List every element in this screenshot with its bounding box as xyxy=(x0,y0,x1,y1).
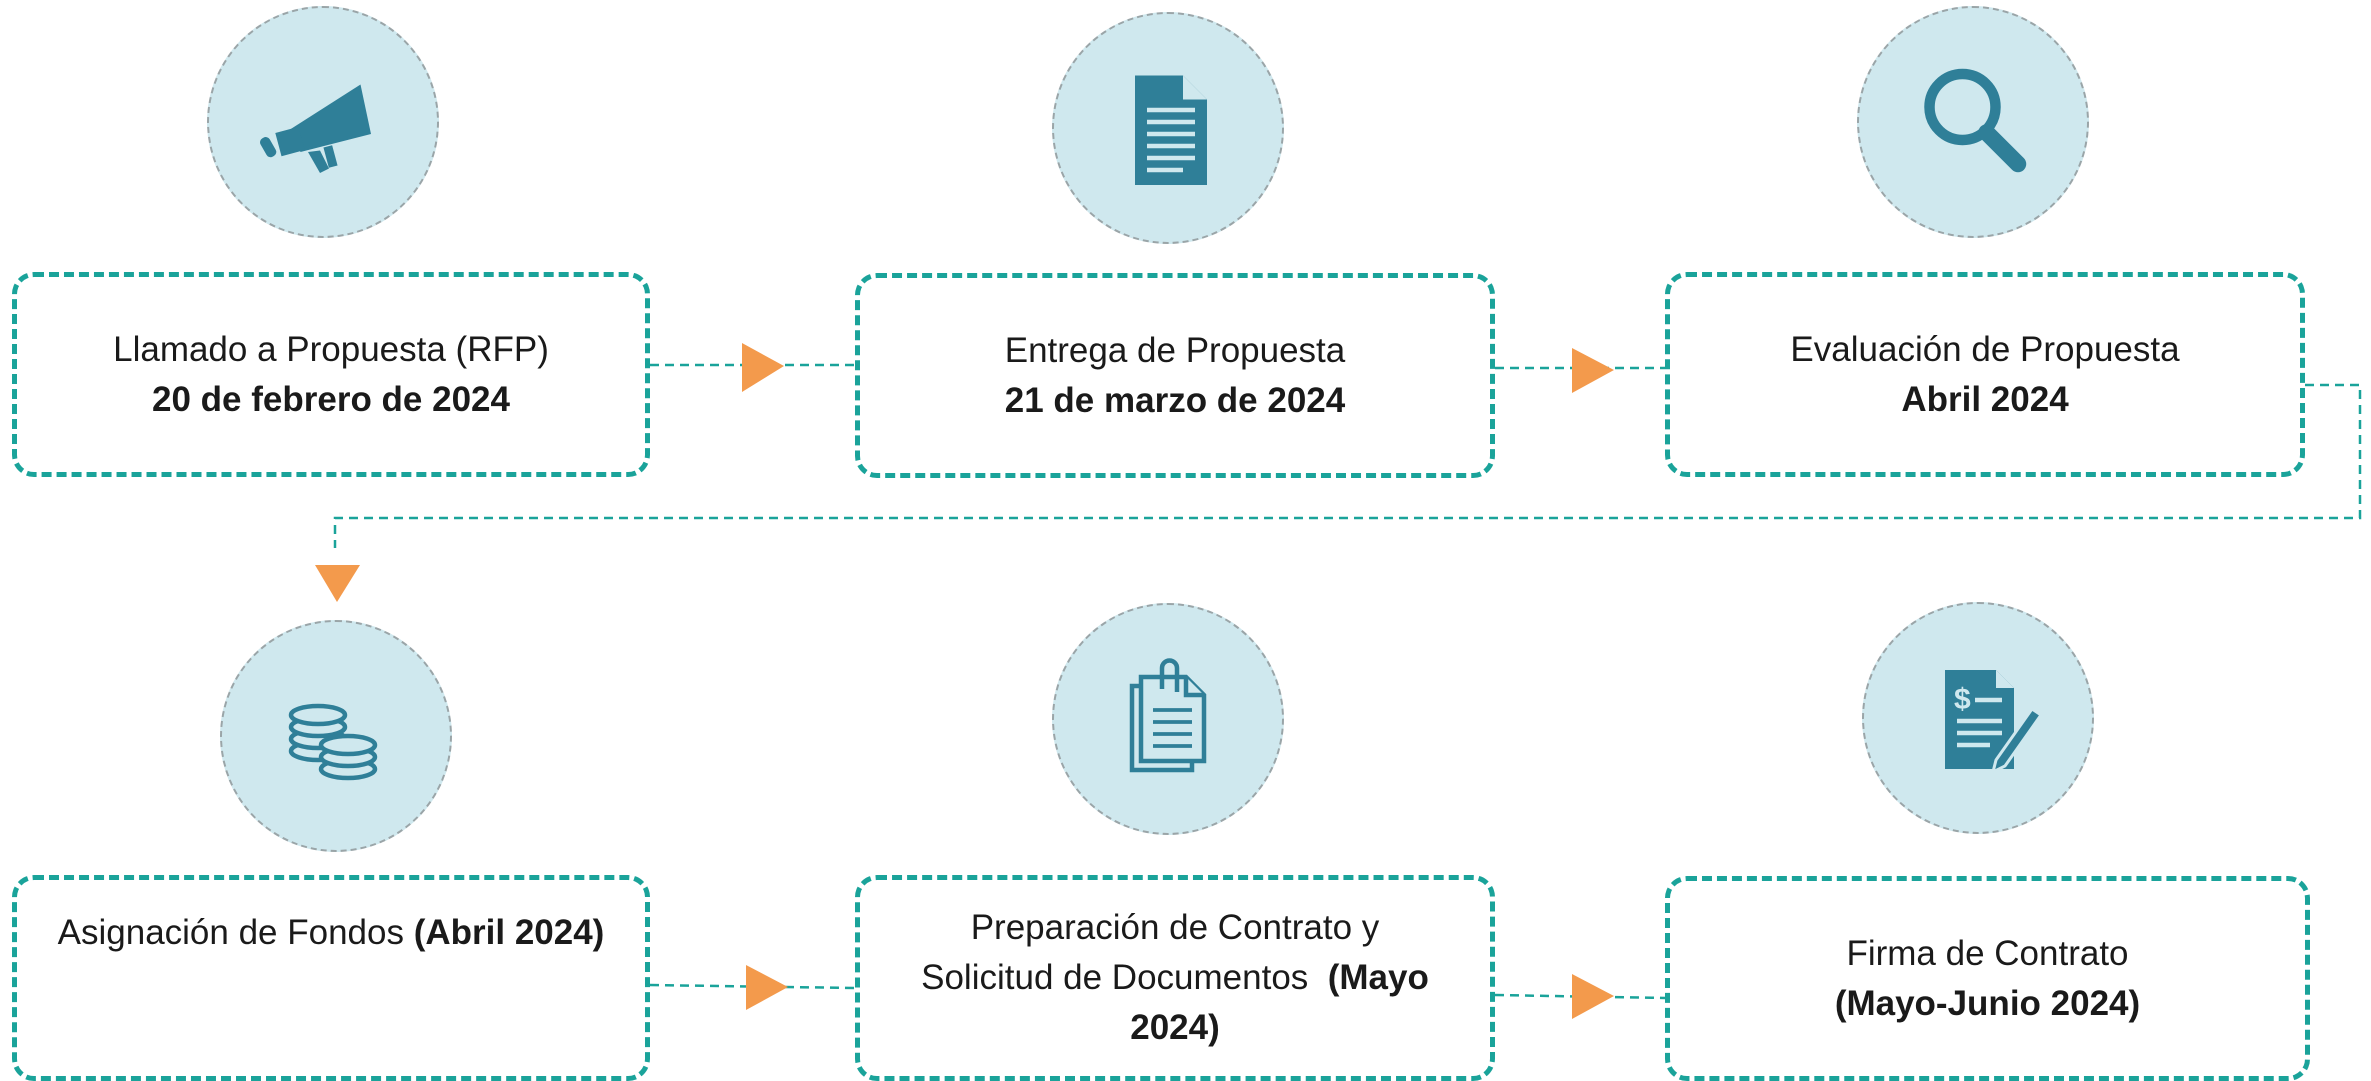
step-5-title-line1: Preparación de Contrato y xyxy=(970,908,1380,947)
step-1-date: 20 de febrero de 2024 xyxy=(152,379,510,419)
arrow-right-1 xyxy=(742,343,784,392)
arrow-right-4 xyxy=(1572,974,1614,1019)
step-2-title: Entrega de Propuesta xyxy=(1004,330,1346,370)
clipboard-icon xyxy=(1129,658,1207,773)
step-2-box: Entrega de Propuesta 21 de marzo de 2024 xyxy=(855,273,1495,478)
step-3-icon-circle xyxy=(1857,6,2089,238)
step-1-title: Llamado a Propuesta (RFP) xyxy=(113,329,549,369)
step-1-box: Llamado a Propuesta (RFP) 20 de febrero … xyxy=(12,272,650,477)
arrow-right-2 xyxy=(1572,348,1614,393)
megaphone-icon xyxy=(259,84,371,173)
step-2-date: 21 de marzo de 2024 xyxy=(1004,380,1346,420)
step-6-title: Firma de Contrato xyxy=(1846,933,2129,973)
step-3-box: Evaluación de Propuesta Abril 2024 xyxy=(1665,272,2305,477)
step-5-icon-circle xyxy=(1052,603,1284,835)
magnifier-icon xyxy=(1924,68,2027,173)
step-5-date-part1: (Mayo xyxy=(1327,958,1429,997)
step-4-title: Asignación de Fondos xyxy=(57,913,414,952)
step-6-date: (Mayo-Junio 2024) xyxy=(1834,983,2141,1023)
step-2-icon-circle xyxy=(1052,12,1284,244)
step-6-icon-circle: $ xyxy=(1862,602,2094,834)
step-5-title-line2-wrap: Solicitud de Documentos (Mayo xyxy=(921,953,1429,1003)
step-3-title: Evaluación de Propuesta xyxy=(1790,329,2180,369)
arrow-down xyxy=(315,565,360,602)
step-4-date: (Abril 2024) xyxy=(413,913,605,952)
arrow-right-3 xyxy=(746,965,788,1010)
step-5-date-part2: 2024) xyxy=(1130,1008,1220,1047)
step-5-title-line2: Solicitud de Documentos xyxy=(921,958,1319,997)
step-5-box: Preparación de Contrato y Solicitud de D… xyxy=(855,875,1495,1081)
step-6-box: Firma de Contrato (Mayo-Junio 2024) xyxy=(1665,876,2310,1081)
document-icon xyxy=(1135,75,1207,185)
step-4-label: Asignación de Fondos (Abril 2024) xyxy=(58,908,605,958)
step-3-date: Abril 2024 xyxy=(1901,379,2069,419)
step-4-box: Asignación de Fondos (Abril 2024) xyxy=(12,875,650,1081)
svg-text:$: $ xyxy=(1954,683,1971,716)
step-4-icon-circle xyxy=(220,620,452,852)
coins-icon xyxy=(288,703,378,781)
step-1-icon-circle xyxy=(207,6,439,238)
signed-contract-icon: $ xyxy=(1945,670,2044,775)
